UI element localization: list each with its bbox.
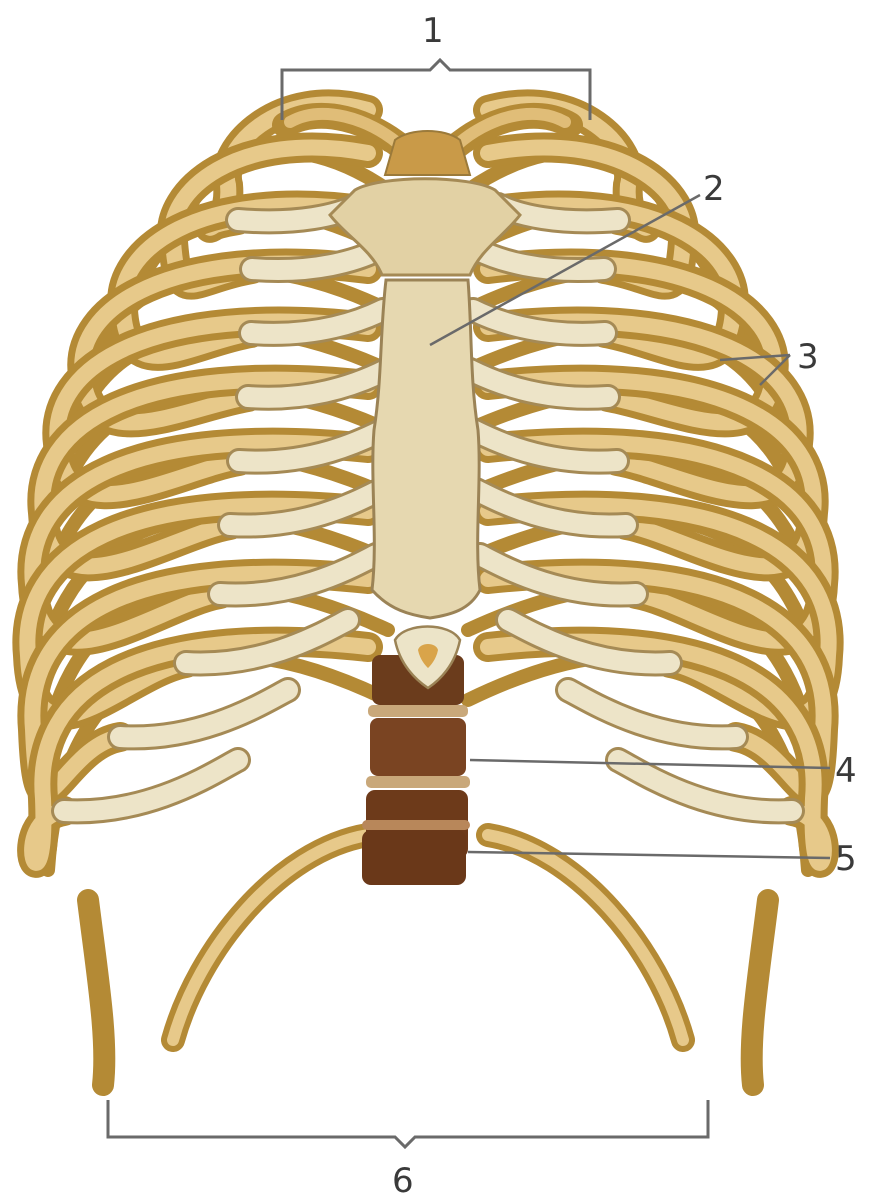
label-2: 2 <box>703 169 725 209</box>
floating-rib-right-11 <box>488 835 683 1040</box>
intervertebral-disc-1 <box>368 705 468 717</box>
floating-rib-highlight-right-11 <box>488 835 683 1040</box>
lower-rib-tip-left <box>88 900 104 1085</box>
sternoclavicular-joint <box>385 131 470 175</box>
sternum-body <box>372 280 480 618</box>
lower-rib-tip-right <box>752 900 768 1085</box>
vertebra-l1 <box>362 830 466 885</box>
vertebral-column <box>362 655 470 885</box>
intervertebral-disc-2 <box>366 776 470 788</box>
floating-rib-highlight-left-11 <box>173 835 368 1040</box>
label-1: 1 <box>422 11 444 51</box>
label-5: 5 <box>835 839 857 879</box>
vertebra-t11 <box>370 718 466 776</box>
label-6: 6 <box>392 1161 414 1201</box>
label-3: 3 <box>797 337 819 377</box>
label-4: 4 <box>835 751 857 791</box>
floating-rib-left-11 <box>173 835 368 1040</box>
intervertebral-disc-3 <box>362 820 470 830</box>
bottom-aperture-bracket <box>108 1100 708 1147</box>
